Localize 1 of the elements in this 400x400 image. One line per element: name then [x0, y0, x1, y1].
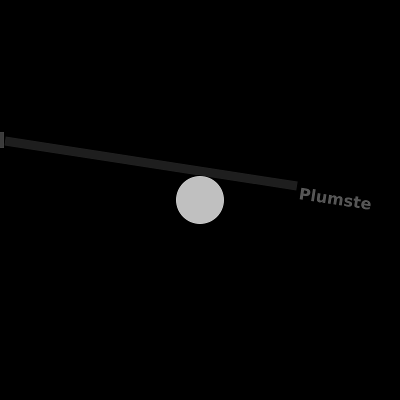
- road-name: Plumste: [300, 188, 371, 210]
